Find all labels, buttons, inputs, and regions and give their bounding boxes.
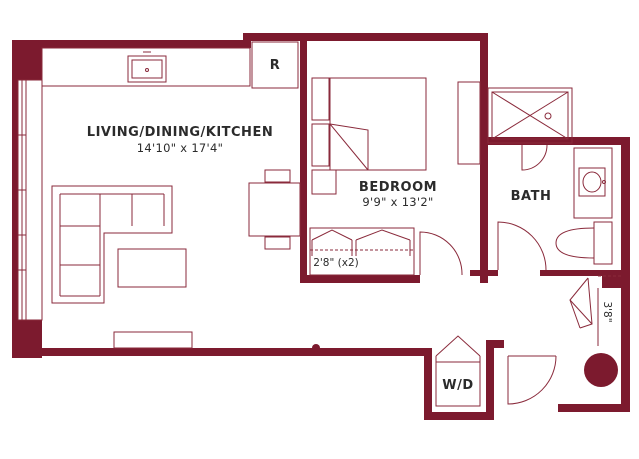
water-heater-icon — [584, 353, 618, 387]
thermostat-icon — [312, 344, 320, 352]
window — [17, 79, 43, 321]
walls — [12, 33, 630, 420]
hall-closet — [569, 275, 621, 346]
closet-depth-label: 3'8" — [601, 301, 613, 322]
bath-name: BATH — [511, 189, 552, 204]
bedroom-closet — [309, 227, 415, 276]
living-room-name: LIVING/DINING/KITCHEN — [87, 125, 273, 140]
kitchen-counter — [41, 47, 251, 87]
bath-door — [497, 221, 547, 271]
laundry-label: W/D — [442, 378, 473, 393]
toilet — [555, 221, 613, 265]
entry-door — [507, 355, 557, 405]
refrigerator-label: R — [270, 58, 281, 73]
bedroom-door — [419, 231, 463, 276]
closet-width-label: 2'8" (x2) — [313, 257, 359, 269]
dining-table — [248, 169, 301, 250]
bedroom-dims: 9'9" x 13'2" — [362, 195, 433, 209]
nightstand-left-bottom — [311, 169, 337, 195]
nightstand-left-top — [311, 77, 330, 121]
nightstand-right — [457, 81, 481, 165]
sectional-sofa — [51, 185, 173, 304]
coffee-table — [117, 248, 187, 288]
living-room-dims: 14'10" x 17'4" — [137, 141, 223, 155]
shower — [487, 87, 573, 144]
refrigerator: R — [251, 41, 299, 89]
bed — [329, 77, 427, 171]
bath-vanity — [573, 147, 613, 219]
sink-icon — [127, 51, 167, 83]
dresser — [311, 123, 330, 167]
washer-dryer: W/D — [435, 335, 481, 407]
bedroom-name: BEDROOM — [359, 180, 437, 195]
bath-door-small — [521, 144, 548, 171]
tv-console — [113, 331, 193, 349]
